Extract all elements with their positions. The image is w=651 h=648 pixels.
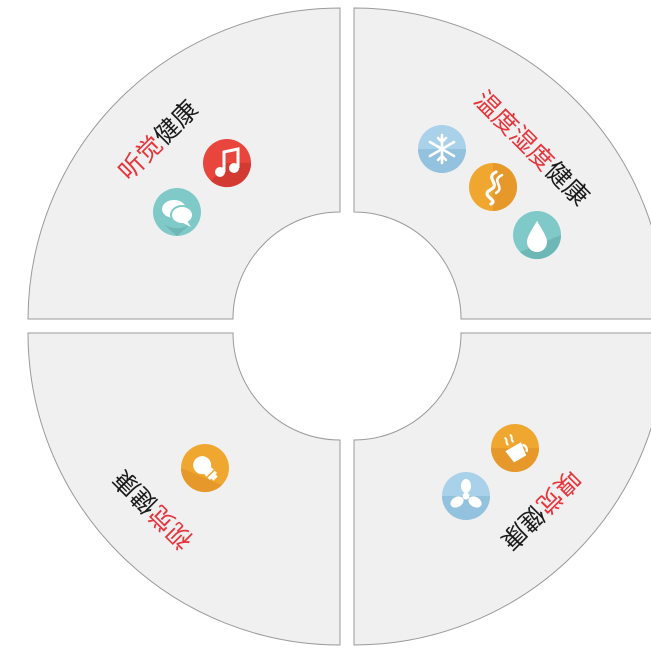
- speech-bubble-icon: [153, 188, 201, 236]
- fan-icon: [442, 472, 490, 520]
- quadrant-vision: [27, 332, 341, 646]
- snowflake-icon: [418, 125, 466, 173]
- quadrant-hearing: [27, 7, 341, 320]
- music-note-icon: [203, 139, 252, 188]
- quadrant-temperature-humidity: [353, 7, 651, 320]
- coffee-cup-icon: [491, 424, 539, 472]
- quadrant-smell: [353, 332, 651, 646]
- light-bulb-icon: [180, 444, 229, 493]
- heat-icon: [469, 163, 517, 211]
- water-drop-icon: [513, 211, 562, 260]
